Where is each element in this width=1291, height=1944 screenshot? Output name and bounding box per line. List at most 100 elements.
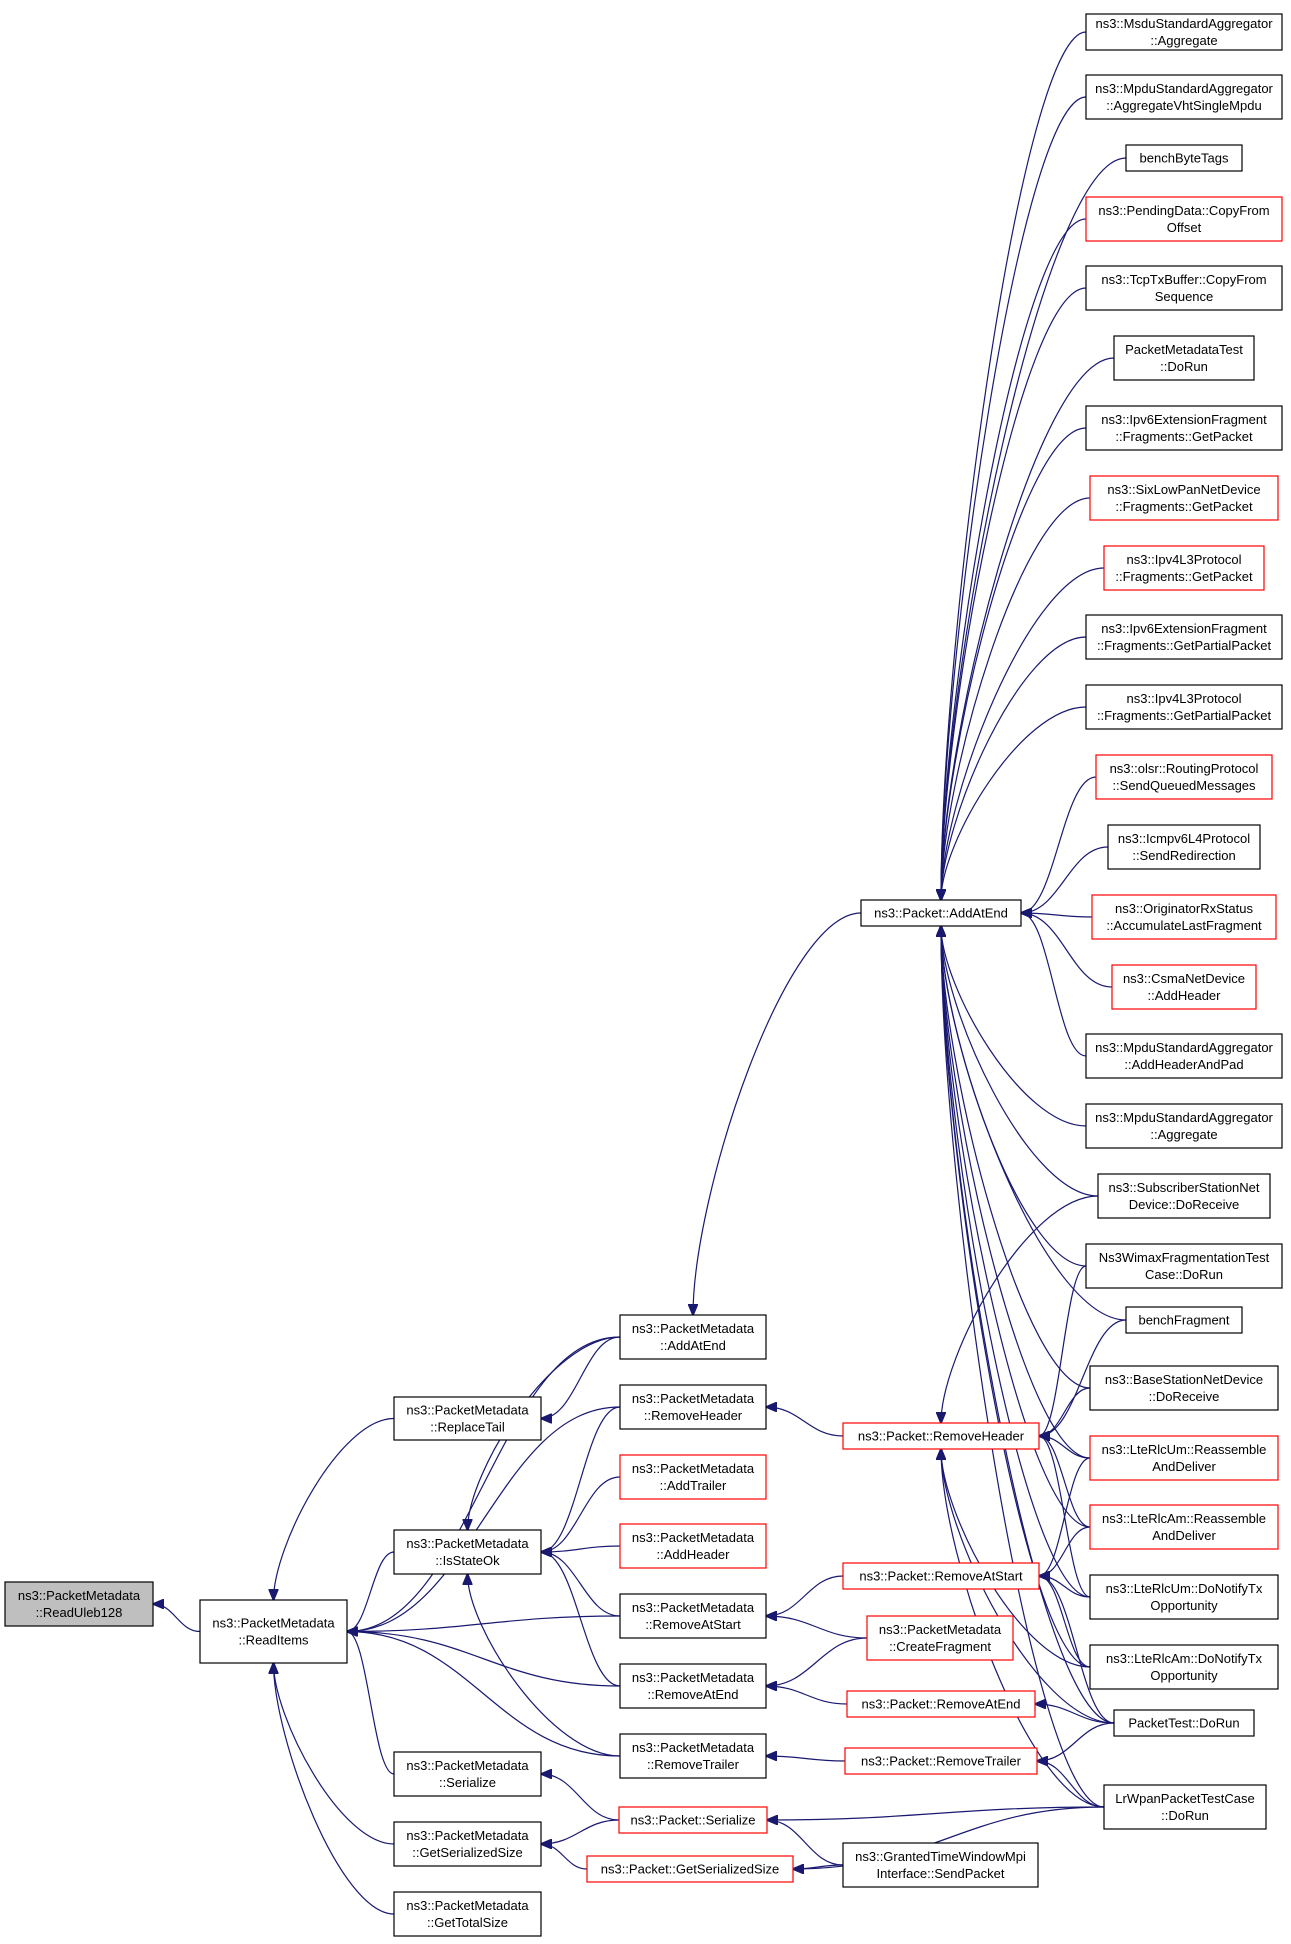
node-label: ns3::LteRlcAm::DoNotifyTx (1106, 1651, 1263, 1666)
node-label: ns3::PacketMetadata (632, 1740, 755, 1755)
node-packettest[interactable]: PacketTest::DoRun (1113, 1709, 1255, 1737)
node-label: ns3::MpduStandardAggregator (1095, 1110, 1273, 1125)
node-pm_getserializedsize[interactable]: ns3::PacketMetadata::GetSerializedSize (393, 1821, 542, 1867)
node-label: Offset (1167, 220, 1202, 235)
node-mpdu_vht[interactable]: ns3::MpduStandardAggregator::AggregateVh… (1085, 74, 1283, 120)
node-ipv6frag_partial[interactable]: ns3::Ipv6ExtensionFragment::Fragments::G… (1085, 614, 1283, 660)
node-pm_removeatend[interactable]: ns3::PacketMetadata::RemoveAtEnd (619, 1663, 767, 1709)
node-label: ::AddTrailer (660, 1478, 727, 1493)
node-mpdu_aggregate[interactable]: ns3::MpduStandardAggregator::Aggregate (1085, 1103, 1283, 1149)
node-box (1085, 614, 1283, 660)
edge-pm_createfragment-to-pm_removeatstart (766, 1616, 868, 1639)
node-pm_addheader[interactable]: ns3::PacketMetadata::AddHeader (619, 1523, 767, 1569)
node-label: ::RemoveHeader (644, 1408, 743, 1423)
node-originator[interactable]: ns3::OriginatorRxStatus::AccumulateLastF… (1091, 894, 1277, 940)
node-label: PacketTest::DoRun (1128, 1716, 1239, 1731)
node-label: Opportunity (1150, 1668, 1218, 1683)
edge-pm_addatend-to-replacetail (541, 1336, 621, 1419)
node-ipv6frag_get[interactable]: ns3::Ipv6ExtensionFragment::Fragments::G… (1085, 405, 1283, 451)
node-p_removetrailer[interactable]: ns3::Packet::RemoveTrailer (844, 1747, 1038, 1775)
node-olsr[interactable]: ns3::olsr::RoutingProtocol::SendQueuedMe… (1095, 754, 1273, 800)
node-p_getserializedsize[interactable]: ns3::Packet::GetSerializedSize (586, 1855, 794, 1883)
node-box (393, 1396, 542, 1441)
node-p_removeatend[interactable]: ns3::Packet::RemoveAtEnd (846, 1690, 1036, 1718)
node-icmpv6[interactable]: ns3::Icmpv6L4Protocol::SendRedirection (1107, 824, 1261, 870)
node-box (1113, 1709, 1255, 1737)
node-pm_addatend[interactable]: ns3::PacketMetadata::AddAtEnd (619, 1314, 767, 1360)
edge-lrwpan-to-p_addatend (941, 926, 1105, 1808)
node-box (4, 1581, 154, 1627)
node-label: ns3::LteRlcUm::DoNotifyTx (1106, 1581, 1263, 1596)
edge-pm_removetrailer-to-readitems (347, 1632, 621, 1757)
edge-p_removeatend-to-pm_removeatend (766, 1686, 848, 1705)
node-label: ns3::PacketMetadata (632, 1600, 755, 1615)
node-mpdu_addheaderandpad[interactable]: ns3::MpduStandardAggregator::AddHeaderAn… (1085, 1033, 1283, 1079)
edge-packettest-to-p_removetrailer (1037, 1722, 1115, 1761)
node-label: Ns3WimaxFragmentationTest (1099, 1250, 1270, 1265)
node-box (1085, 13, 1283, 51)
node-label: ns3::Packet::AddAtEnd (874, 906, 1008, 921)
node-pm_serialize[interactable]: ns3::PacketMetadata::Serialize (393, 1751, 542, 1797)
node-pm_addtrailer[interactable]: ns3::PacketMetadata::AddTrailer (619, 1454, 767, 1500)
node-msdu_aggregate[interactable]: ns3::MsduStandardAggregator::Aggregate (1085, 13, 1283, 51)
node-label: ns3::Packet::GetSerializedSize (601, 1862, 779, 1877)
node-basestation[interactable]: ns3::BaseStationNetDevice::DoReceive (1089, 1365, 1279, 1411)
node-label: ns3::PacketMetadata (632, 1321, 755, 1336)
node-p_addatend[interactable]: ns3::Packet::AddAtEnd (860, 899, 1022, 927)
node-box (1095, 754, 1273, 800)
node-label: ::AddHeader (657, 1547, 731, 1562)
edge-p_serialize-to-pm_getserializedsize (541, 1819, 620, 1844)
node-pm_removeatstart[interactable]: ns3::PacketMetadata::RemoveAtStart (619, 1593, 767, 1639)
edge-packettest-to-p_removeatstart (1039, 1576, 1115, 1724)
node-label: ns3::PacketMetadata (406, 1758, 529, 1773)
node-box (1089, 1435, 1279, 1481)
edge-mpdu_vht-to-p_addatend (941, 96, 1087, 900)
node-box (1125, 144, 1243, 172)
edge-packettest-to-p_removeatend (1035, 1704, 1115, 1724)
node-label: LrWpanPacketTestCase (1115, 1791, 1254, 1806)
node-label: ns3::PacketMetadata (632, 1461, 755, 1476)
node-p_removeheader[interactable]: ns3::Packet::RemoveHeader (842, 1422, 1040, 1450)
node-readitems[interactable]: ns3::PacketMetadata::ReadItems (199, 1599, 348, 1664)
node-root: ns3::PacketMetadata::ReadUleb128 (4, 1581, 154, 1627)
node-benchbytetags[interactable]: benchByteTags (1125, 144, 1243, 172)
node-label: ::Aggregate (1150, 1127, 1217, 1142)
node-grantedtime[interactable]: ns3::GrantedTimeWindowMpiInterface::Send… (842, 1842, 1039, 1888)
edge-lrwpan-to-p_removetrailer (1037, 1761, 1105, 1808)
node-sixlowpan[interactable]: ns3::SixLowPanNetDevice::Fragments::GetP… (1089, 475, 1279, 521)
node-box (1097, 1173, 1271, 1219)
edge-olsr-to-p_addatend (1021, 776, 1097, 913)
node-pm_removeheader[interactable]: ns3::PacketMetadata::RemoveHeader (619, 1384, 767, 1430)
node-p_serialize[interactable]: ns3::Packet::Serialize (618, 1806, 768, 1834)
node-box (844, 1747, 1038, 1775)
node-label: ns3::PacketMetadata (632, 1530, 755, 1545)
node-ipv4l3_partial[interactable]: ns3::Ipv4L3Protocol::Fragments::GetParti… (1085, 684, 1283, 730)
node-ipv4l3_get[interactable]: ns3::Ipv4L3Protocol::Fragments::GetPacke… (1103, 545, 1265, 591)
node-lrwpan[interactable]: LrWpanPacketTestCase::DoRun (1103, 1784, 1267, 1830)
node-isstateok[interactable]: ns3::PacketMetadata::IsStateOk (393, 1529, 542, 1575)
node-pm_removetrailer[interactable]: ns3::PacketMetadata::RemoveTrailer (619, 1733, 767, 1779)
node-label: ns3::TcpTxBuffer::CopyFrom (1101, 272, 1266, 287)
node-csma[interactable]: ns3::CsmaNetDevice::AddHeader (1111, 964, 1257, 1010)
edge-subscriber-to-p_removeheader (941, 1195, 1099, 1423)
node-label: ::AccumulateLastFragment (1106, 918, 1262, 933)
node-pmtest[interactable]: PacketMetadataTest::DoRun (1113, 335, 1255, 381)
node-pm_gettotalsize[interactable]: ns3::PacketMetadata::GetTotalSize (393, 1891, 542, 1937)
node-label: ns3::Ipv4L3Protocol (1127, 691, 1242, 706)
node-label: ns3::PacketMetadata (879, 1622, 1002, 1637)
node-box (866, 1615, 1014, 1661)
node-benchfragment[interactable]: benchFragment (1125, 1306, 1243, 1334)
node-subscriber[interactable]: ns3::SubscriberStationNetDevice::DoRecei… (1097, 1173, 1271, 1219)
node-replacetail[interactable]: ns3::PacketMetadata::ReplaceTail (393, 1396, 542, 1441)
node-label: ::GetTotalSize (427, 1915, 508, 1930)
node-pm_createfragment[interactable]: ns3::PacketMetadata::CreateFragment (866, 1615, 1014, 1661)
node-p_removeatstart[interactable]: ns3::Packet::RemoveAtStart (842, 1562, 1040, 1590)
